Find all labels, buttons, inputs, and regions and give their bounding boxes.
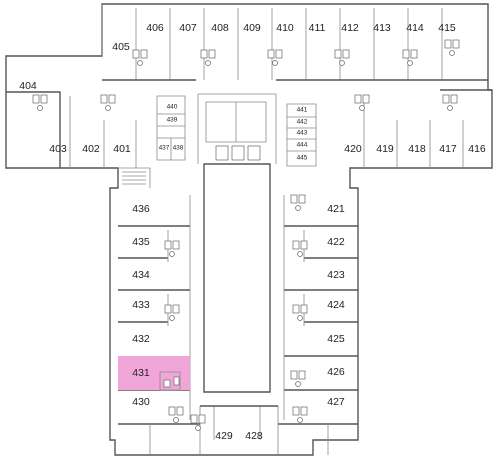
bathroom-fixture-5 xyxy=(402,49,418,66)
bathroom-fixture-16 xyxy=(290,370,306,387)
room-431-label: 431 xyxy=(132,367,150,379)
room-406-label: 406 xyxy=(146,22,164,34)
bathroom-fixture-14 xyxy=(292,304,308,321)
bathroom-fixture-15 xyxy=(290,194,306,211)
room-417-label: 417 xyxy=(439,143,457,155)
room-403-label: 403 xyxy=(49,143,67,155)
room-420-label: 420 xyxy=(344,143,362,155)
bathroom-fixture-12 xyxy=(164,304,180,321)
room-430-label: 430 xyxy=(132,396,150,408)
room-401-label: 401 xyxy=(113,143,131,155)
room-416-label: 416 xyxy=(468,143,486,155)
room-440-label: 440 xyxy=(167,104,178,111)
bathroom-fixture-11 xyxy=(164,240,180,257)
room-428-label: 428 xyxy=(245,430,263,442)
room-426-label: 426 xyxy=(327,366,345,378)
bathroom-fixture-9 xyxy=(354,94,370,111)
room-443-label: 443 xyxy=(297,130,308,137)
room-421-label: 421 xyxy=(327,203,345,215)
room-434-label: 434 xyxy=(132,269,150,281)
room-427-label: 427 xyxy=(327,396,345,408)
room-433-label: 433 xyxy=(132,299,150,311)
room-410-label: 410 xyxy=(276,22,294,34)
bathroom-fixture-3 xyxy=(267,49,283,66)
bathroom-fixture-18 xyxy=(292,406,308,423)
room-425-label: 425 xyxy=(327,333,345,345)
bathroom-fixture-8 xyxy=(32,94,48,111)
room-412-label: 412 xyxy=(341,22,359,34)
room-404-label: 404 xyxy=(19,80,37,92)
room-441-label: 441 xyxy=(297,107,308,114)
building-outline xyxy=(5,3,493,456)
room-422-label: 422 xyxy=(327,236,345,248)
room-445-label: 445 xyxy=(297,155,308,162)
room-405-label: 405 xyxy=(112,41,130,53)
bathroom-fixture-13 xyxy=(292,240,308,257)
room-418-label: 418 xyxy=(408,143,426,155)
bathroom-fixture-4 xyxy=(334,49,350,66)
room-411-label: 411 xyxy=(309,22,326,34)
room-407-label: 407 xyxy=(179,22,197,34)
fixtures xyxy=(32,39,460,431)
room-444-label: 444 xyxy=(297,142,308,149)
bathroom-fixture-10 xyxy=(442,94,458,111)
room-429-label: 429 xyxy=(215,430,233,442)
room-415-label: 415 xyxy=(438,22,456,34)
room-432-label: 432 xyxy=(132,333,150,345)
room-419-label: 419 xyxy=(376,143,394,155)
room-442-label: 442 xyxy=(297,119,308,126)
room-408-label: 408 xyxy=(211,22,229,34)
room-438-label: 438 xyxy=(173,145,184,152)
room-423-label: 423 xyxy=(327,269,345,281)
room-439-label: 439 xyxy=(167,117,178,124)
room-414-label: 414 xyxy=(406,22,424,34)
room-424-label: 424 xyxy=(327,299,345,311)
bathroom-fixture-19 xyxy=(190,414,206,431)
bathroom-fixture-6 xyxy=(444,39,460,56)
room-402-label: 402 xyxy=(82,143,100,155)
bathroom-fixture-1 xyxy=(132,49,148,66)
room-437-label: 437 xyxy=(159,145,170,152)
bathroom-fixture-17 xyxy=(168,406,184,423)
room-435-label: 435 xyxy=(132,236,150,248)
room-409-label: 409 xyxy=(243,22,261,34)
room-436-label: 436 xyxy=(132,203,150,215)
room-413-label: 413 xyxy=(373,22,391,34)
bathroom-fixture-2 xyxy=(200,49,216,66)
bathroom-fixture-7 xyxy=(100,94,116,111)
room-labels: 404 405 406 407 408 409 410 411 412 413 … xyxy=(19,22,486,442)
